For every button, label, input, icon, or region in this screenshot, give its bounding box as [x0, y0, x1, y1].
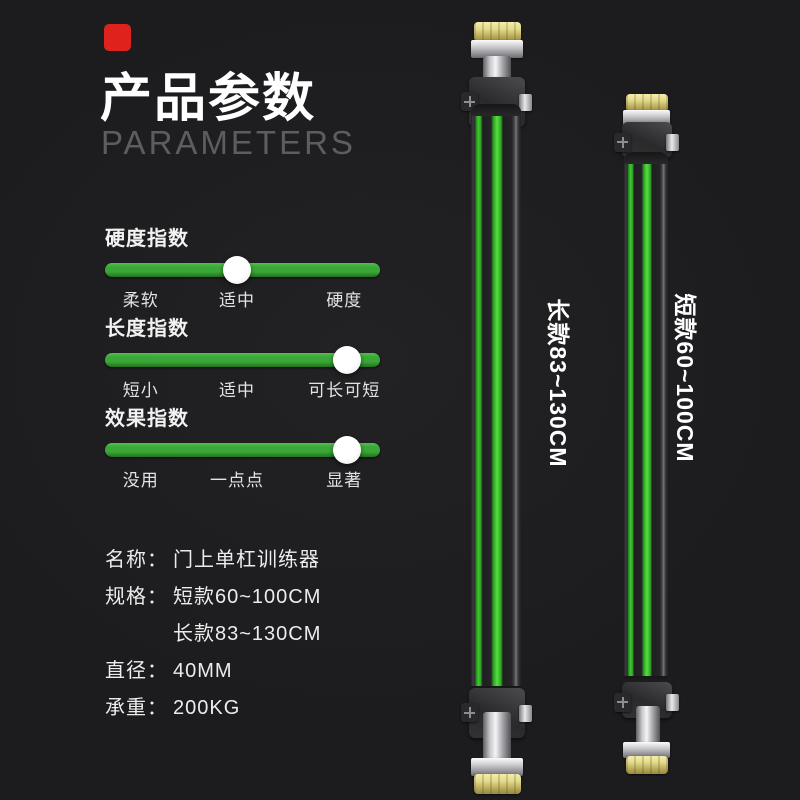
scale-label: 柔软 — [122, 291, 159, 310]
slider-track-length — [105, 346, 380, 374]
spec-value: 长款83~130CM — [173, 623, 322, 645]
scale-label: 硬度 — [326, 291, 363, 310]
screw-knob-icon — [614, 132, 631, 152]
clamp-bottom — [461, 688, 532, 738]
spec-label: 名称： — [105, 549, 168, 571]
slider-track-hardness — [105, 256, 380, 284]
product-long-bar — [458, 22, 536, 796]
slider-group-hardness: 硬度指数 柔软 适中 硬度 — [105, 222, 380, 310]
slider-track-effect — [105, 436, 380, 464]
long-bar-label: 长款83~130CM — [545, 298, 571, 468]
chrome-shaft-bottom — [636, 706, 660, 746]
scale-label: 一点点 — [210, 471, 264, 490]
page-subtitle: PARAMETERS — [101, 124, 356, 161]
slider-scale-hardness: 柔软 适中 硬度 — [105, 286, 380, 310]
slider-title-hardness: 硬度指数 — [105, 228, 189, 250]
short-bar-label: 短款60~100CM — [672, 293, 698, 463]
foam-grip-tube — [624, 152, 668, 688]
door-pad-bottom — [626, 756, 668, 774]
chrome-bracket-bottom — [623, 742, 670, 758]
spec-value: 40MM — [173, 660, 233, 682]
scale-label: 短小 — [122, 381, 159, 400]
spec-row-load: 承重： 200KG — [105, 697, 435, 720]
spec-row-diameter: 直径： 40MM — [105, 660, 435, 683]
product-short-bar — [610, 94, 684, 774]
door-pad-top — [626, 94, 668, 112]
slider-group-length: 长度指数 短小 适中 可长可短 — [105, 312, 381, 400]
spec-label: 承重： — [105, 697, 168, 719]
accent-square — [104, 24, 131, 51]
chrome-shaft-bottom — [483, 712, 511, 762]
scale-label: 可长可短 — [308, 381, 381, 400]
screw-knob-icon — [461, 703, 478, 722]
wing-screw-icon — [666, 694, 679, 712]
scale-label: 没用 — [122, 471, 159, 490]
spec-label: 直径： — [105, 660, 168, 682]
spec-value: 200KG — [173, 697, 241, 719]
spec-label: 规格： — [105, 586, 168, 608]
spec-list: 名称： 门上单杠训练器 规格： 短款60~100CM 长款83~130CM 直径… — [105, 549, 435, 734]
spec-row-name: 名称： 门上单杠训练器 — [105, 549, 435, 572]
scale-label: 适中 — [219, 291, 255, 310]
scale-label: 显著 — [326, 471, 363, 490]
slider-knob-effect — [333, 436, 361, 464]
chrome-bracket-top — [471, 40, 523, 58]
chrome-bracket-bottom — [471, 758, 523, 776]
foam-grip-tube — [471, 104, 521, 698]
wing-screw-icon — [519, 94, 532, 111]
door-pad-bottom — [474, 774, 521, 794]
spec-label — [105, 623, 173, 646]
wing-screw-icon — [519, 705, 532, 722]
spec-row-size-short: 规格： 短款60~100CM — [105, 586, 435, 609]
slider-knob-length — [333, 346, 361, 374]
spec-value: 短款60~100CM — [173, 586, 322, 608]
door-pad-top — [474, 22, 521, 42]
slider-knob-hardness — [223, 256, 251, 284]
slider-group-effect: 效果指数 没用 一点点 显著 — [105, 402, 380, 490]
slider-scale-effect: 没用 一点点 显著 — [105, 466, 380, 490]
slider-scale-length: 短小 适中 可长可短 — [105, 376, 381, 400]
slider-title-length: 长度指数 — [105, 318, 189, 340]
wing-screw-icon — [666, 134, 679, 152]
scale-label: 适中 — [219, 381, 255, 400]
spec-row-size-long: 长款83~130CM — [105, 623, 435, 646]
spec-value: 门上单杠训练器 — [173, 549, 320, 571]
screw-knob-icon — [614, 692, 631, 712]
slider-title-effect: 效果指数 — [105, 408, 189, 430]
page-title: 产品参数 — [100, 70, 317, 128]
